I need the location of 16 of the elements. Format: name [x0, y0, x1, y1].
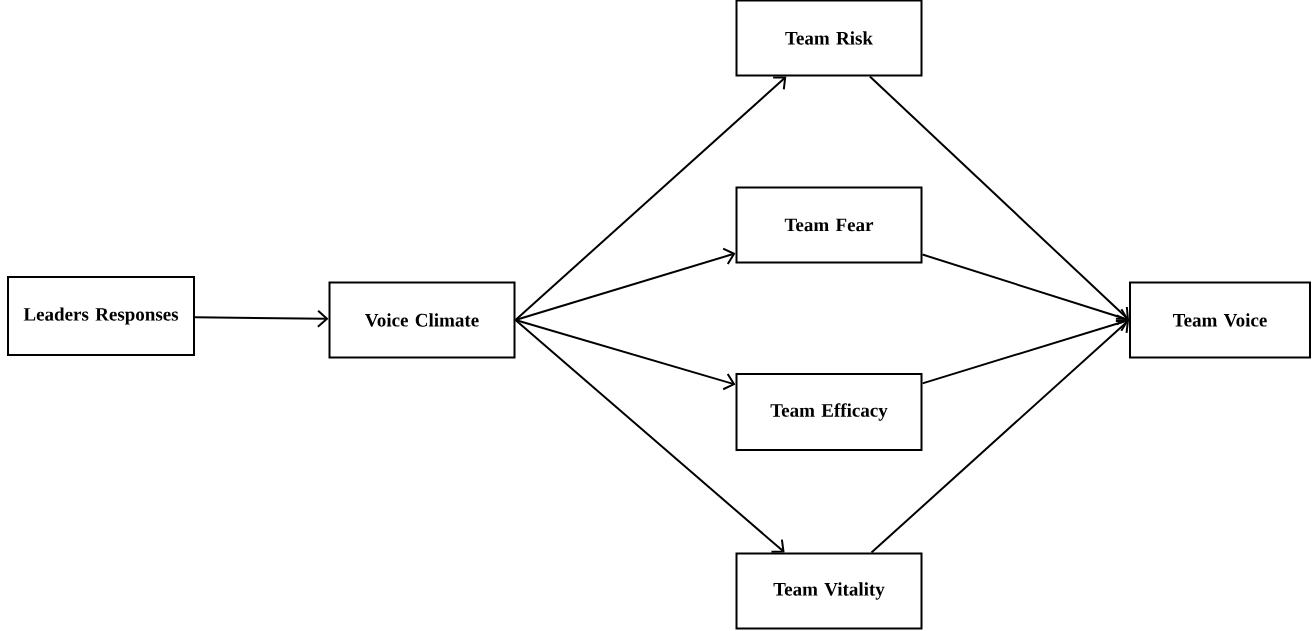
process-box: Team Voice [1129, 281, 1311, 359]
arrow [514, 319, 736, 391]
process-box: Team Vitality [735, 552, 923, 630]
arrow [868, 75, 1129, 320]
process-box: Team Efficacy [735, 373, 923, 451]
process-box: Team Risk [735, 0, 923, 77]
arrow [870, 320, 1129, 554]
process-box: Team Fear [735, 186, 923, 264]
arrow [514, 247, 736, 321]
process-box: Leaders Responses [7, 276, 195, 356]
arrow [514, 76, 787, 321]
arrow [514, 319, 785, 553]
arrow [921, 253, 1129, 326]
arrow [194, 309, 329, 328]
arrow [921, 314, 1129, 385]
process-box: Voice Climate [328, 281, 516, 359]
